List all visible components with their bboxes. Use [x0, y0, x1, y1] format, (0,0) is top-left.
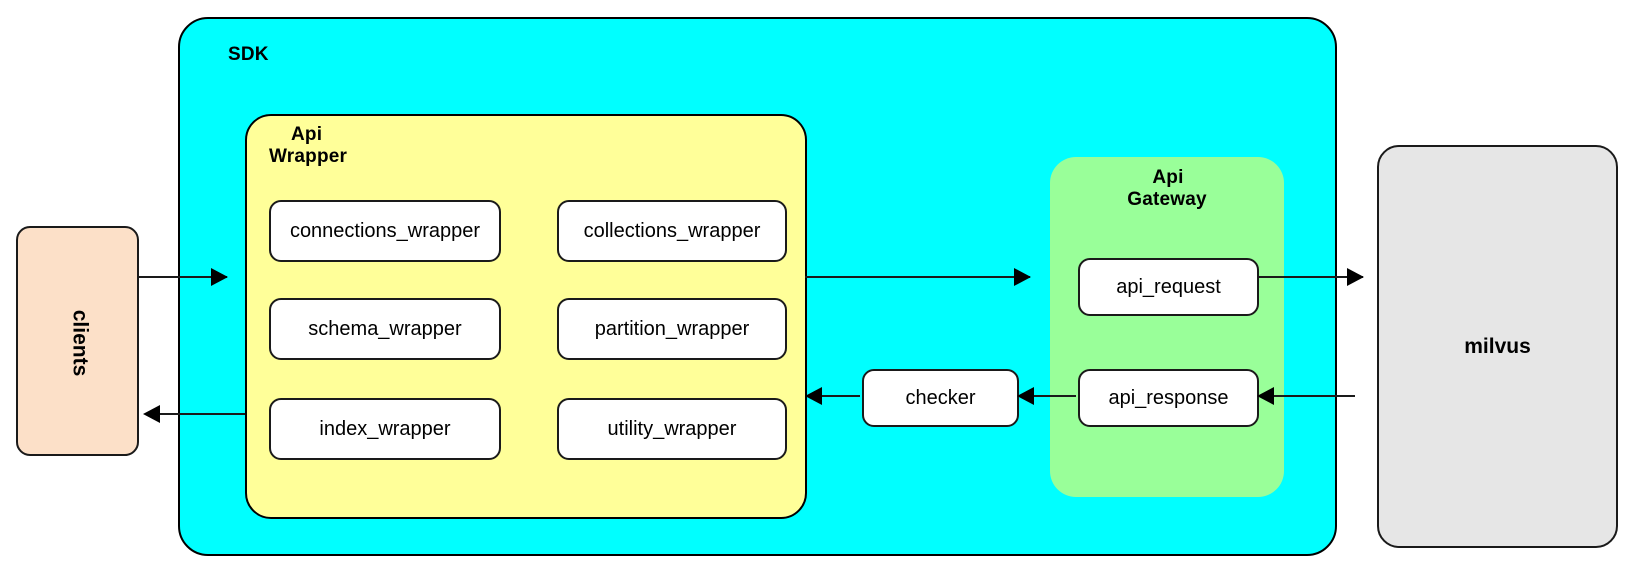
arrowhead-clients-to-api-wrapper [211, 268, 228, 286]
api-gateway-title: Api Gateway [1050, 167, 1284, 212]
clients-node[interactable]: clients [16, 226, 139, 456]
api-wrapper-title-line2: Wrapper [269, 146, 348, 168]
edge-milvus-to-api-response [1272, 395, 1355, 397]
api-wrapper-container[interactable]: Api Wrapper connections_wrapper collecti… [245, 114, 807, 519]
node-utility-wrapper[interactable]: utility_wrapper [557, 398, 787, 460]
edge-api-wrapper-to-clients [160, 413, 245, 415]
api-gateway-title-line1: Api [1152, 167, 1184, 188]
arrowhead-milvus-to-api-response [1257, 387, 1274, 405]
node-collections-wrapper[interactable]: collections_wrapper [557, 200, 787, 262]
edge-api-request-to-milvus [1257, 276, 1363, 278]
arrowhead-api-wrapper-to-gateway [1014, 268, 1031, 286]
edge-clients-to-api-wrapper [139, 276, 227, 278]
arrowhead-api-response-to-checker [1017, 387, 1034, 405]
api-gateway-container[interactable]: Api Gateway api_request api_response [1050, 157, 1284, 497]
api-wrapper-title-line1: Api [291, 124, 323, 145]
sdk-container[interactable]: SDK Api Wrapper connections_wrapper coll… [178, 17, 1337, 556]
edge-checker-to-api-wrapper [822, 395, 860, 397]
node-checker[interactable]: checker [862, 369, 1019, 427]
api-wrapper-title: Api Wrapper [269, 124, 347, 169]
arrowhead-api-request-to-milvus [1347, 268, 1364, 286]
edge-api-wrapper-to-gateway [805, 276, 1030, 278]
api-gateway-title-line2: Gateway [1127, 189, 1207, 211]
node-index-wrapper[interactable]: index_wrapper [269, 398, 501, 460]
node-schema-wrapper[interactable]: schema_wrapper [269, 298, 501, 360]
edge-api-response-to-checker [1034, 395, 1076, 397]
arrowhead-api-wrapper-to-clients [143, 405, 160, 423]
arrowhead-checker-to-api-wrapper [805, 387, 822, 405]
clients-label-rotated: clients [18, 228, 141, 458]
sdk-title: SDK [228, 44, 269, 65]
milvus-node[interactable]: milvus [1377, 145, 1618, 548]
node-api-request[interactable]: api_request [1078, 258, 1259, 316]
node-api-response[interactable]: api_response [1078, 369, 1259, 427]
clients-label: clients [68, 309, 92, 377]
node-partition-wrapper[interactable]: partition_wrapper [557, 298, 787, 360]
node-connections-wrapper[interactable]: connections_wrapper [269, 200, 501, 262]
